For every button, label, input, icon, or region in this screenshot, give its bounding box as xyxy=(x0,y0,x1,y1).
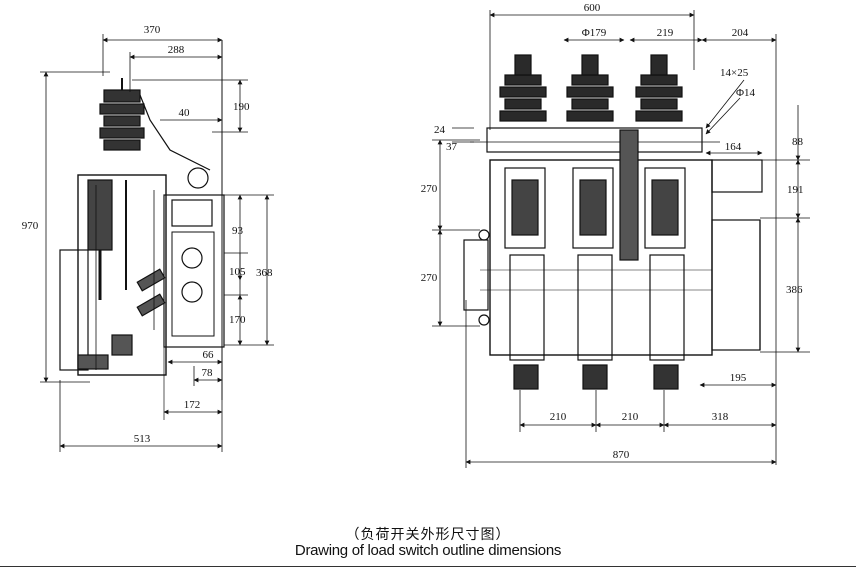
side-indicator-upper xyxy=(181,247,203,269)
dim-970: 970 xyxy=(22,220,39,232)
front-side-box xyxy=(711,159,763,193)
front-top-bar xyxy=(486,127,703,153)
side-view xyxy=(59,40,225,420)
caption-english: Drawing of load switch outline dimension… xyxy=(294,542,562,559)
dim-318: 318 xyxy=(712,411,729,423)
dim-870: 870 xyxy=(613,449,630,461)
front-center-mechanism xyxy=(619,129,639,261)
dim-219: 219 xyxy=(657,27,674,39)
side-fuse-coil xyxy=(87,179,113,251)
front-insulators xyxy=(499,54,683,122)
front-dimension-texts: 600 Φ179 219 204 14×25 Φ14 24 37 88 164 … xyxy=(421,2,804,461)
dim-14x25: 14×25 xyxy=(720,67,749,79)
front-dimension-lines xyxy=(432,10,810,468)
dim-270-upper: 270 xyxy=(421,183,438,195)
side-indicator-lower xyxy=(181,281,203,303)
side-top-box xyxy=(171,199,213,227)
dim-37: 37 xyxy=(446,141,458,153)
dim-78: 78 xyxy=(202,367,214,379)
dim-40: 40 xyxy=(179,107,191,119)
side-dimension-texts: 370 288 190 40 970 93 368 105 170 66 78 … xyxy=(22,24,273,445)
dim-195: 195 xyxy=(730,372,747,384)
dim-204: 204 xyxy=(732,27,749,39)
dim-288: 288 xyxy=(168,44,185,56)
dim-88: 88 xyxy=(792,136,804,148)
dim-24: 24 xyxy=(434,124,446,136)
front-left-bracket xyxy=(463,239,489,311)
dim-210-right: 210 xyxy=(622,411,639,423)
dim-191: 191 xyxy=(787,184,804,196)
dim-386: 386 xyxy=(786,284,803,296)
front-phase-columns xyxy=(504,167,686,361)
dim-368: 368 xyxy=(256,267,273,279)
dim-370: 370 xyxy=(144,24,161,36)
side-mechanism xyxy=(77,268,166,370)
dim-66: 66 xyxy=(203,349,215,361)
dim-210-left: 210 xyxy=(550,411,567,423)
dim-270-lower: 270 xyxy=(421,272,438,284)
bottom-rule xyxy=(0,566,856,567)
side-round-window xyxy=(187,167,209,189)
side-cabinet-panel xyxy=(163,194,225,348)
dim-105: 105 xyxy=(229,266,246,278)
dim-93: 93 xyxy=(232,225,244,237)
dim-170: 170 xyxy=(229,314,246,326)
front-side-panel xyxy=(711,219,761,351)
dim-phi14: Φ14 xyxy=(736,87,756,99)
side-insulator xyxy=(99,89,145,151)
dim-513: 513 xyxy=(134,433,151,445)
side-dimension-lines xyxy=(40,34,274,452)
front-view xyxy=(463,54,763,390)
dim-phi179: Φ179 xyxy=(582,27,607,39)
dim-600: 600 xyxy=(584,2,601,14)
front-bottom-terminals xyxy=(513,364,679,390)
caption-chinese: （负荷开关外形尺寸图） xyxy=(345,527,511,543)
front-fuse-coils xyxy=(511,179,679,236)
dim-164: 164 xyxy=(725,141,742,153)
side-base-plate xyxy=(59,249,89,371)
dim-190: 190 xyxy=(233,101,250,113)
dim-172: 172 xyxy=(184,399,201,411)
